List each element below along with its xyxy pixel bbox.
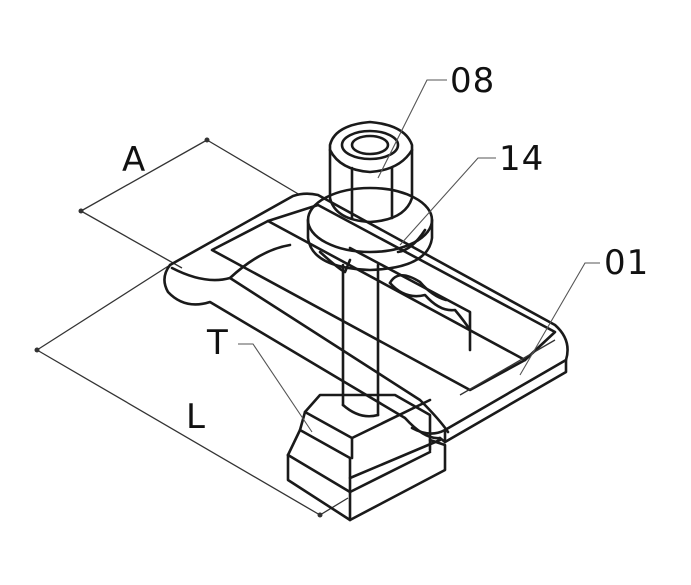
clamp-body [163, 192, 569, 444]
dimension-label-a: A [122, 140, 147, 180]
hex-nut [328, 120, 414, 224]
callout-14: 14 [499, 139, 545, 179]
dimension-label-l: L [186, 397, 206, 437]
t-nut [286, 393, 447, 522]
dimension-l [34, 264, 349, 518]
callout-08: 08 [450, 61, 496, 101]
washer [306, 186, 434, 274]
callout-t: T [207, 323, 229, 363]
dimension-a [78, 137, 301, 269]
stud [341, 263, 380, 418]
callout-leaders [238, 79, 600, 433]
callout-01: 01 [604, 243, 650, 283]
